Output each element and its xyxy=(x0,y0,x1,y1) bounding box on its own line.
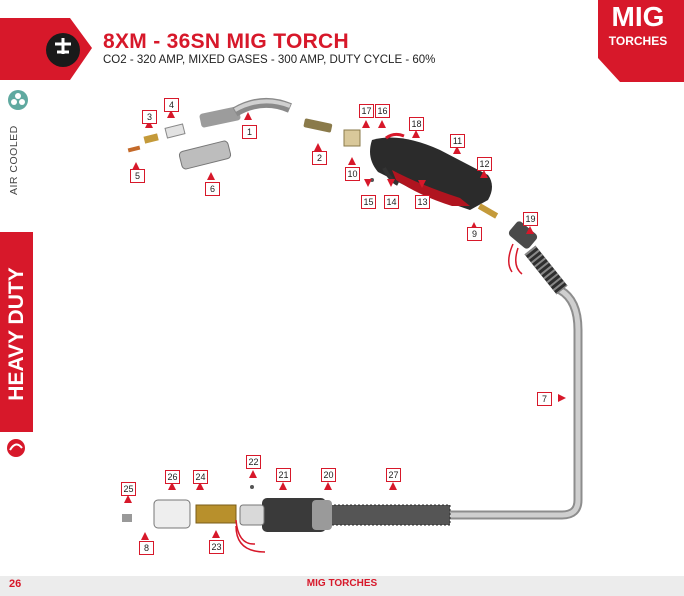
callout-part: 27 xyxy=(386,468,401,482)
pin xyxy=(250,485,254,489)
connector-nut xyxy=(153,499,191,529)
callout-part: 13 xyxy=(415,195,430,209)
callout-part: 7 xyxy=(537,392,552,406)
torch-handle xyxy=(370,132,492,210)
callout-part: 6 xyxy=(205,182,220,196)
callout-part: 2 xyxy=(312,151,327,165)
cable-adaptor xyxy=(477,203,499,219)
corner-badge-title: MIG xyxy=(611,1,665,32)
gas-nozzle xyxy=(178,140,232,170)
callout-part: 24 xyxy=(193,470,208,484)
footer-bar xyxy=(0,576,684,596)
callout-part: 5 xyxy=(130,169,145,183)
contact-tip xyxy=(127,145,141,153)
nozzle-insulator xyxy=(164,123,186,139)
footer-section-label: MIG TORCHES xyxy=(306,578,378,589)
rear-spring-guard xyxy=(329,504,451,526)
category-bar xyxy=(0,232,33,432)
callout-part: 15 xyxy=(361,195,376,209)
control-wires xyxy=(235,519,266,553)
neck-liner xyxy=(303,118,333,133)
page-subtitle: CO2 - 320 AMP, MIXED GASES - 300 AMP, DU… xyxy=(103,54,436,66)
callout-part: 18 xyxy=(409,117,424,131)
callout-part: 8 xyxy=(139,541,154,555)
callout-part: 17 xyxy=(359,104,374,118)
callout-part: 20 xyxy=(321,468,336,482)
callout-part: 22 xyxy=(246,455,261,469)
page-title: 8XM - 36SN MIG TORCH xyxy=(103,30,349,53)
callout-part: 19 xyxy=(523,212,538,226)
callout-part: 10 xyxy=(345,167,360,181)
swan-neck xyxy=(199,97,292,128)
callout-part: 11 xyxy=(450,134,465,148)
callout-part: 25 xyxy=(121,482,136,496)
callout-part: 26 xyxy=(165,470,180,484)
rear-strain-relief xyxy=(508,221,568,295)
callout-part: 16 xyxy=(375,104,390,118)
callout-part: 1 xyxy=(242,125,257,139)
tip-holder xyxy=(143,133,159,144)
callout-part: 23 xyxy=(209,540,224,554)
corner-badge-subtitle: TORCHES xyxy=(608,34,668,48)
callout-part: 21 xyxy=(276,468,291,482)
connector-handle xyxy=(262,498,326,532)
trigger xyxy=(382,167,399,186)
callout-part: 14 xyxy=(384,195,399,209)
page-number: 26 xyxy=(9,578,22,590)
callout-part: 3 xyxy=(142,110,157,124)
liner-cap xyxy=(122,514,132,522)
callout-part: 9 xyxy=(467,227,482,241)
neck-nut xyxy=(343,129,361,147)
brass-connector xyxy=(195,504,237,524)
callout-part: 4 xyxy=(164,98,179,112)
callout-part: 12 xyxy=(477,157,492,171)
